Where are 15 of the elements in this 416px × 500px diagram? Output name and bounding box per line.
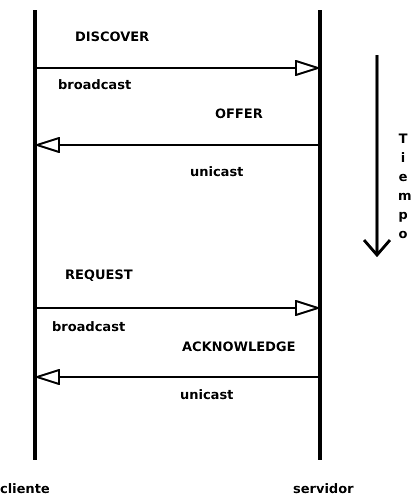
participant-label: servidor xyxy=(293,482,354,497)
transmission-type-label: unicast xyxy=(190,165,244,180)
edge-label: DISCOVER xyxy=(75,30,150,45)
arrow xyxy=(37,300,319,316)
arrow xyxy=(36,369,318,385)
participant-label: cliente xyxy=(0,482,50,497)
arrow xyxy=(37,60,319,76)
arrow xyxy=(36,137,318,153)
edge-label: ACKNOWLEDGE xyxy=(182,340,296,355)
edge-label: OFFER xyxy=(215,107,263,122)
edge-label: REQUEST xyxy=(65,268,133,283)
transmission-type-label: broadcast xyxy=(58,78,132,93)
transmission-type-label: broadcast xyxy=(52,320,126,335)
axis-label: Tiempo xyxy=(398,131,408,244)
transmission-type-label: unicast xyxy=(180,388,234,403)
